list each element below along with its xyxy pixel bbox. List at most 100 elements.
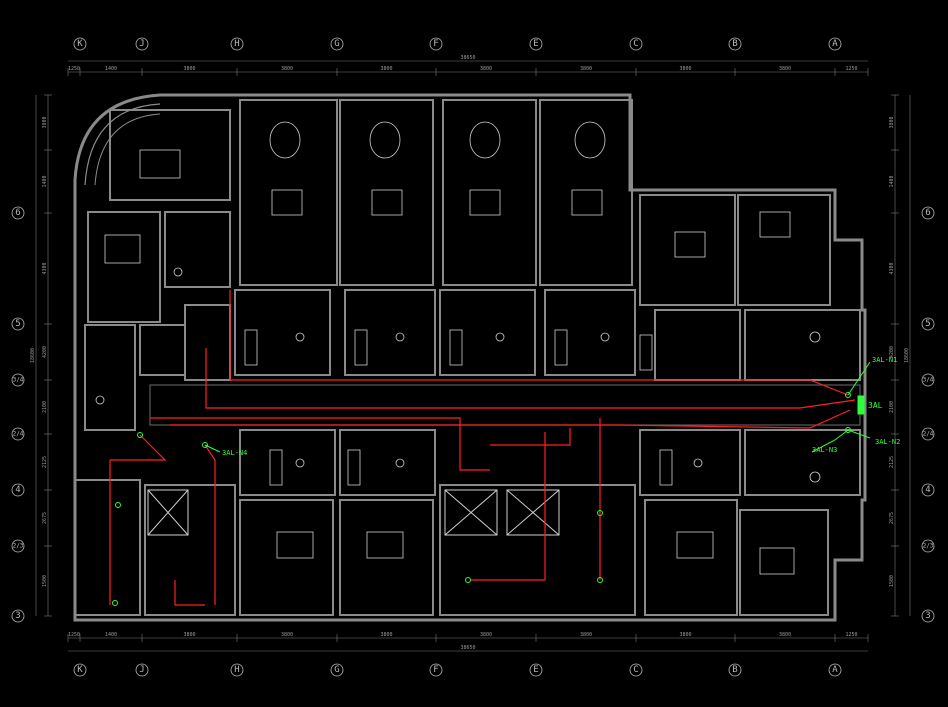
circuit-n3b [170,409,851,429]
grid-label-J-bottom: J [139,665,144,675]
dimension-segment: 3800 [779,66,791,72]
grid-label-6-left: 6 [15,208,20,218]
elevator-shaft-cross-icon [506,489,560,536]
dimension-overall: 38650 [460,645,475,651]
grid-bubble-C-bottom-icon: C [629,663,643,677]
distribution-panel-icon [857,395,865,415]
bath-bottom-3 [639,429,741,496]
grid-bubble-H-bottom-icon: H [230,663,244,677]
bath-row-right-1 [654,309,741,381]
grid-label-5-left: 5 [15,319,20,329]
room-bottom-2 [339,499,434,616]
grid-bubble-C-top-icon: C [629,37,643,51]
room-top-4 [539,99,633,286]
grid-label-C-top: C [633,39,638,49]
dimension-segment: 1250 [68,632,80,638]
curved-balcony-line [84,103,161,186]
room-right-2 [737,194,831,306]
grid-label-H-top: H [234,39,239,49]
grid-bubble-G-bottom-icon: G [330,663,344,677]
grid-rows-left: 6 5 3/4 2/4 4 2/3 3 [11,206,25,623]
dimension-segment: 3800 [183,632,195,638]
grid-label-F-bottom: F [433,665,438,675]
grid-bubble-4-left-icon: 4 [11,483,25,497]
grid-label-E-bottom: E [533,665,538,675]
grid-label-3-left: 3 [15,611,20,621]
circuit-n4b [174,444,216,606]
grid-label-5-right: 5 [925,319,930,329]
grid-columns-bottom: K J H G F E C B A [73,663,842,677]
circuit-tag-n4: 3AL-N4 [222,449,247,457]
grid-label-F-top: F [433,39,438,49]
bath-left-1 [84,324,136,431]
circuit-tag-n3: 3AL-N3 [812,446,837,454]
grid-bubble-K-bottom-icon: K [73,663,87,677]
dimension-segment: 2125 [889,456,895,468]
room-top-2 [339,99,434,286]
grid-bubble-F-top-icon: F [429,37,443,51]
dimension-segment: 3800 [281,66,293,72]
grid-bubble-E-bottom-icon: E [529,663,543,677]
fixtures [95,121,821,575]
grid-label-3-4-left: 3/4 [13,377,24,384]
grid-label-6-right: 6 [925,208,930,218]
grid-bubble-F-bottom-icon: F [429,663,443,677]
grid-label-A-bottom: A [832,665,838,675]
grid-label-B-top: B [732,39,737,49]
grid-label-A-top: A [832,39,838,49]
grid-label-C-bottom: C [633,665,638,675]
dimension-segment: 1400 [105,632,117,638]
dimension-segment: 1250 [845,66,857,72]
bath-bottom-2 [339,429,436,496]
grid-label-2-3-left: 2/3 [13,543,24,550]
grid-bubble-B-top-icon: B [728,37,742,51]
grid-label-2-3-right: 2/3 [923,543,934,550]
grid-bubble-2-4-left-icon: 2/4 [11,427,25,441]
panel-label: 3AL [868,401,883,410]
dimension-segment: 2675 [42,512,48,524]
basin-icon [244,329,673,486]
grid-bubble-H-top-icon: H [230,37,244,51]
dimension-segment: 3800 [679,632,691,638]
grid-label-B-bottom: B [732,665,737,675]
grid-bubble-2-4-right-icon: 2/4 [921,427,935,441]
grid-label-4-right: 4 [925,485,930,495]
dimension-segment: 3800 [380,66,392,72]
tag-leader-n1 [847,361,871,396]
grid-label-4-left: 4 [15,485,20,495]
grid-bubble-3-4-right-icon: 3/4 [921,373,935,387]
dimension-segment: 3800 [779,632,791,638]
bathtub-icon [269,121,606,159]
grid-bubble-6-right-icon: 6 [921,206,935,220]
grid-label-H-bottom: H [234,665,239,675]
grid-bubble-2-3-right-icon: 2/3 [921,539,935,553]
bath-row-top-1 [234,289,331,376]
outlet-device-dot-icon [112,392,851,606]
dimension-segment: 1250 [845,632,857,638]
circuit-n1 [229,290,849,396]
bath-bottom-1 [239,429,336,496]
dimension-segment: 4200 [889,346,895,358]
bath-left-2 [139,324,186,376]
grid-label-G-bottom: G [334,665,339,675]
grid-label-K-bottom: K [77,665,83,675]
dimension-segment: 1500 [42,575,48,587]
elevator-lobby-center [439,484,636,616]
dimension-segment: 3800 [679,66,691,72]
corridor [149,384,861,426]
tag-leader-n2 [847,429,871,439]
circuit-tag-n2: 3AL-N2 [875,438,900,446]
dimension-segment: 1250 [68,66,80,72]
dimension-segment: 2100 [42,401,48,413]
dimension-segment: 1400 [105,66,117,72]
grid-label-2-4-right: 2/4 [923,431,934,438]
power-circuits [109,290,856,606]
grid-bubble-2-3-left-icon: 2/3 [11,539,25,553]
dimension-segment: 3800 [889,116,895,128]
shaft-left [184,304,231,381]
grid-label-3-4-right: 3/4 [923,377,934,384]
room-left-1 [87,211,161,323]
